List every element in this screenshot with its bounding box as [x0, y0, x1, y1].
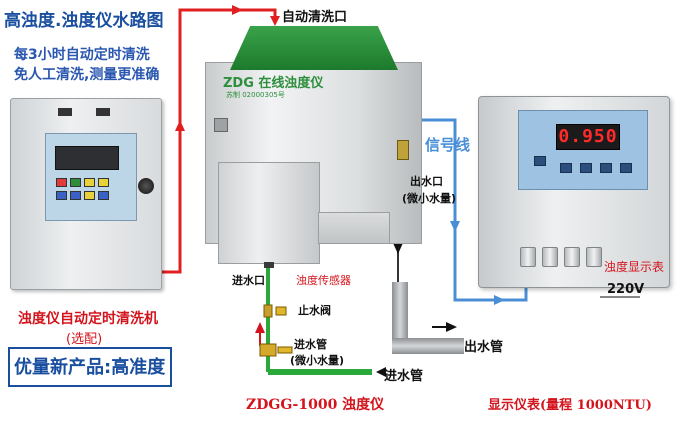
outlet-arrow-down: [393, 243, 403, 254]
cleaner-optional-label: (选配): [66, 332, 103, 347]
signal-line-label: 信号线: [425, 136, 471, 154]
cleaner-key-icon: [56, 178, 67, 187]
cleaning-line-arrow-up: [175, 120, 185, 131]
cable-gland-icon: [586, 247, 602, 267]
voltage-label: 220V: [607, 282, 645, 297]
inlet-port-label: 进水口: [232, 274, 265, 287]
cleaner-key-icon: [98, 178, 109, 187]
meter-key-icon: [620, 163, 632, 173]
cabinet-gland-icon: [58, 108, 72, 116]
promo-box: [8, 347, 172, 387]
cable-gland-icon: [520, 247, 536, 267]
outlet-pipe-horizontal: [392, 338, 464, 354]
cleaning-line-arrow-right: [232, 5, 243, 15]
sensor-green-hood: [230, 26, 398, 70]
meter-key-icon: [534, 156, 546, 166]
stop-valve-label: 止水阀: [298, 304, 331, 317]
inlet-pipe-arrow-left: [376, 367, 386, 377]
signal-arrow-right: [494, 295, 505, 305]
meter-key-icon: [600, 163, 612, 173]
outlet-pipe-label: 出水管: [464, 340, 504, 355]
inlet-pipe-low-flow-label: 进水管: [294, 338, 327, 351]
outlet-pipe-vertical: [392, 282, 408, 354]
cleaner-key-icon: [84, 191, 95, 200]
outlet-pipe-arrow-right: [446, 322, 457, 332]
auto-clean-inlet-label: 自动清洗口: [282, 10, 348, 25]
cleaner-lcd-screen: [55, 146, 119, 170]
turbidity-sensor-label: 浊度传感器: [296, 274, 351, 287]
cleaner-key-icon: [56, 191, 67, 200]
inlet-arrow-up: [255, 322, 265, 333]
cleaning-line-arrow-down: [270, 16, 280, 26]
voltage-underline: [600, 296, 640, 298]
cleaner-key-icon: [70, 191, 81, 200]
cleaner-knob-icon: [138, 178, 154, 194]
cleaner-name-label: 浊度仪自动定时清洗机: [18, 311, 158, 327]
cabinet-gland-icon: [96, 108, 110, 116]
signal-arrow-down: [450, 221, 460, 232]
outlet-port-label: 出水口: [410, 175, 443, 188]
sensor-brand-label: ZDG 在线浊度仪: [223, 76, 324, 91]
model-caption: ZDGG-1000 浊度仪: [246, 397, 385, 413]
sensor-fitting-icon: [214, 118, 228, 132]
inlet-pipe-low-flow-sub-label: (微小水量): [290, 354, 345, 367]
feature-line-2: 免人工清洗,测量更准确: [14, 67, 160, 83]
signal-connector-icon: [397, 140, 409, 160]
stop-valve-icon: [275, 306, 287, 316]
outlet-port-flow-label: (微小水量): [402, 192, 457, 205]
cleaner-key-icon: [84, 178, 95, 187]
feature-line-1: 每3小时自动定时清洗: [14, 47, 150, 63]
meter-key-icon: [580, 163, 592, 173]
sensor-lower-chamber: [218, 162, 320, 264]
sensor-sub-label: 苏制 02000305号: [226, 91, 285, 99]
cleaner-key-icon: [98, 191, 109, 200]
display-meter-panel: [518, 110, 648, 190]
inlet-port-icon: [264, 262, 274, 268]
cable-gland-icon: [564, 247, 580, 267]
promo-label: 优量新产品:高准度: [14, 357, 166, 378]
lower-valve-icon: [259, 343, 277, 357]
diagram-title: 高浊度.浊度仪水路图: [4, 11, 164, 31]
cleaner-key-icon: [70, 178, 81, 187]
meter-key-icon: [560, 163, 572, 173]
sensor-side-step: [318, 212, 390, 244]
display-reading: 0.950: [556, 124, 620, 150]
cable-gland-icon: [542, 247, 558, 267]
display-meter-label: 浊度显示表: [604, 260, 665, 274]
inlet-pipe-label: 进水管: [384, 369, 424, 384]
display-caption: 显示仪表(量程 1000NTU): [488, 398, 652, 413]
cleaning-water-line: [160, 8, 277, 274]
